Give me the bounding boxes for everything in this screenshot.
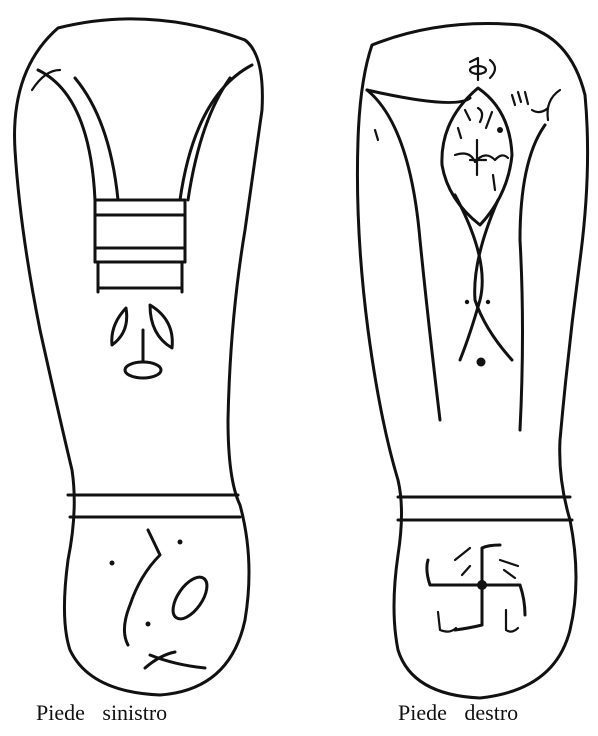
- right-cross-dot-1: [465, 300, 469, 304]
- left-heel-zigzag: [124, 530, 160, 645]
- left-foot-sole: [15, 19, 263, 695]
- right-big-dot: [477, 358, 486, 367]
- left-oval: [125, 362, 161, 378]
- right-heel-hooks: [438, 548, 518, 632]
- right-inner-glyphs: [455, 108, 508, 190]
- right-foot-sole: [357, 24, 587, 698]
- left-heel-hook: [145, 652, 205, 668]
- right-heel-dot: [477, 580, 487, 590]
- right-eye-arrow: [470, 58, 495, 80]
- caption-right-foot: Piede destro: [398, 700, 518, 726]
- right-arch-line-top: [367, 90, 470, 103]
- right-top-marks: [512, 92, 548, 112]
- left-leaf-left: [112, 308, 127, 345]
- right-small-tick: [375, 130, 378, 140]
- left-heel-dot-1: [110, 561, 115, 566]
- left-heel-dot-3: [146, 622, 151, 627]
- right-inner-dot: [497, 127, 503, 133]
- caption-left-foot: Piede sinistro: [36, 700, 167, 726]
- right-heel-symbol: [427, 545, 525, 630]
- right-arch-line-right: [520, 125, 545, 430]
- right-arch-curve-top: [548, 90, 561, 120]
- left-toe-line-inner-left: [75, 78, 118, 200]
- right-cross-line-1: [455, 195, 482, 360]
- right-cross-dot-2: [486, 300, 490, 304]
- left-heel-dot-2: [178, 540, 183, 545]
- left-leaf-right: [150, 305, 172, 348]
- left-foot-outline: [15, 19, 263, 695]
- left-heel-oval: [166, 571, 213, 624]
- left-toe-line-outer-left: [38, 70, 95, 200]
